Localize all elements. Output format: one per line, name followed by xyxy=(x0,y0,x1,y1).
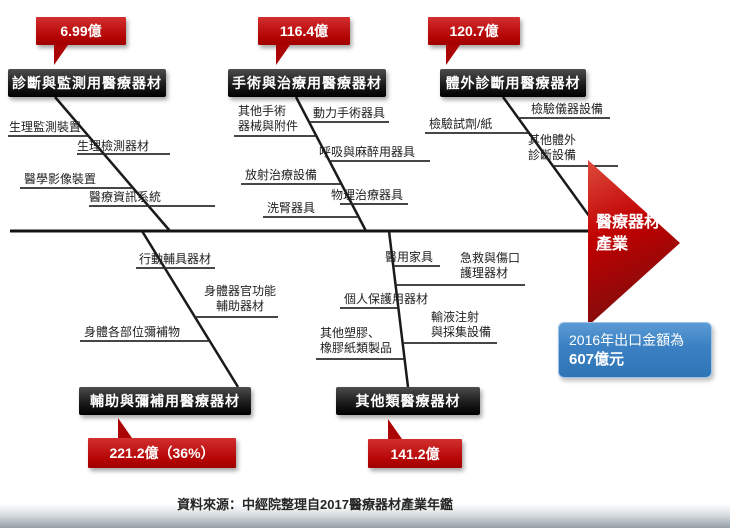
branch-label: 其他體外 診斷設備 xyxy=(528,133,577,162)
value-badge-other: 141.2億 xyxy=(368,419,462,468)
badge-value: 116.4億 xyxy=(279,23,329,39)
category-box-assistive: 輔助與彌補用醫療器材 xyxy=(79,387,251,415)
branch-label: 其他塑膠、 橡膠紙類製品 xyxy=(320,326,393,355)
branch-label: 洗腎器具 xyxy=(267,201,316,215)
badge-pointer xyxy=(446,45,460,65)
badge-pointer xyxy=(276,45,290,65)
industry-arrow-label: 醫療器材 產業 xyxy=(596,214,661,253)
value-badge-diagnostic: 6.99億 xyxy=(36,17,126,65)
category-label: 體外診斷用醫療器材 xyxy=(445,75,581,91)
branch-label: 生理檢測器材 xyxy=(77,139,150,153)
branch-label: 檢驗儀器設備 xyxy=(531,102,604,116)
value-badge-assistive: 221.2億（36%） xyxy=(88,418,236,468)
bone-ivd xyxy=(501,96,602,232)
export-note: 2016年出口金額為 607億元 xyxy=(558,322,712,378)
badge-pointer xyxy=(388,419,402,439)
branch-label: 呼吸與麻醉用器具 xyxy=(319,145,416,159)
branch-label: 身體器官功能 輔助器材 xyxy=(203,284,276,313)
export-note-line1: 2016年出口金額為 xyxy=(569,332,685,348)
source-citation: 資料來源：中經院整理自2017醫療器材產業年鑑 xyxy=(177,497,453,512)
export-note-line2: 607億元 xyxy=(569,351,625,368)
branch-label: 醫用家具 xyxy=(385,250,434,264)
branch-label: 其他手術 器械與附件 xyxy=(238,104,299,133)
branch-label: 物理治療器具 xyxy=(331,188,404,202)
bone-other xyxy=(387,230,410,388)
category-box-diagnostic: 診斷與監測用醫療器材 xyxy=(8,69,166,97)
bone-surgical xyxy=(294,96,368,232)
branch-label: 身體各部位彌補物 xyxy=(84,325,181,339)
branch-label: 動力手術器具 xyxy=(313,106,386,120)
category-label: 手術與治療用醫療器材 xyxy=(232,75,382,91)
branch-label: 檢驗試劑/紙 xyxy=(429,117,493,131)
category-label: 診斷與監測用醫療器材 xyxy=(12,75,162,91)
branch-label: 生理監測裝置 xyxy=(9,120,82,134)
branch-label: 放射治療設備 xyxy=(245,168,318,182)
branch-label: 輸液注射 與採集設備 xyxy=(431,310,492,339)
category-box-surgical: 手術與治療用醫療器材 xyxy=(228,69,386,97)
badge-value: 120.7億 xyxy=(449,23,499,39)
category-label: 其他類醫療器材 xyxy=(355,393,461,409)
category-box-ivd: 體外診斷用醫療器材 xyxy=(440,69,586,97)
branch-label: 行動輔具器材 xyxy=(139,252,212,266)
badge-value: 6.99億 xyxy=(60,23,102,39)
value-badge-ivd: 120.7億 xyxy=(428,17,520,65)
bone-assistive xyxy=(140,230,240,388)
category-box-other: 其他類醫療器材 xyxy=(336,387,480,415)
branch-label: 個人保護用器材 xyxy=(344,292,429,306)
category-label: 輔助與彌補用醫療器材 xyxy=(90,393,240,409)
value-badge-surgical: 116.4億 xyxy=(258,17,350,65)
slide-floor-gradient xyxy=(0,504,730,528)
bone-diagnostic xyxy=(54,96,171,232)
branch-label: 醫療資訊系統 xyxy=(89,190,162,204)
badge-pointer xyxy=(54,45,68,65)
badge-value: 141.2億 xyxy=(390,445,440,462)
badge-pointer xyxy=(118,418,132,438)
badge-value: 221.2億（36%） xyxy=(109,445,215,461)
branch-label: 急救與傷口 護理器材 xyxy=(460,251,521,280)
branch-label: 醫學影像裝置 xyxy=(24,172,97,186)
